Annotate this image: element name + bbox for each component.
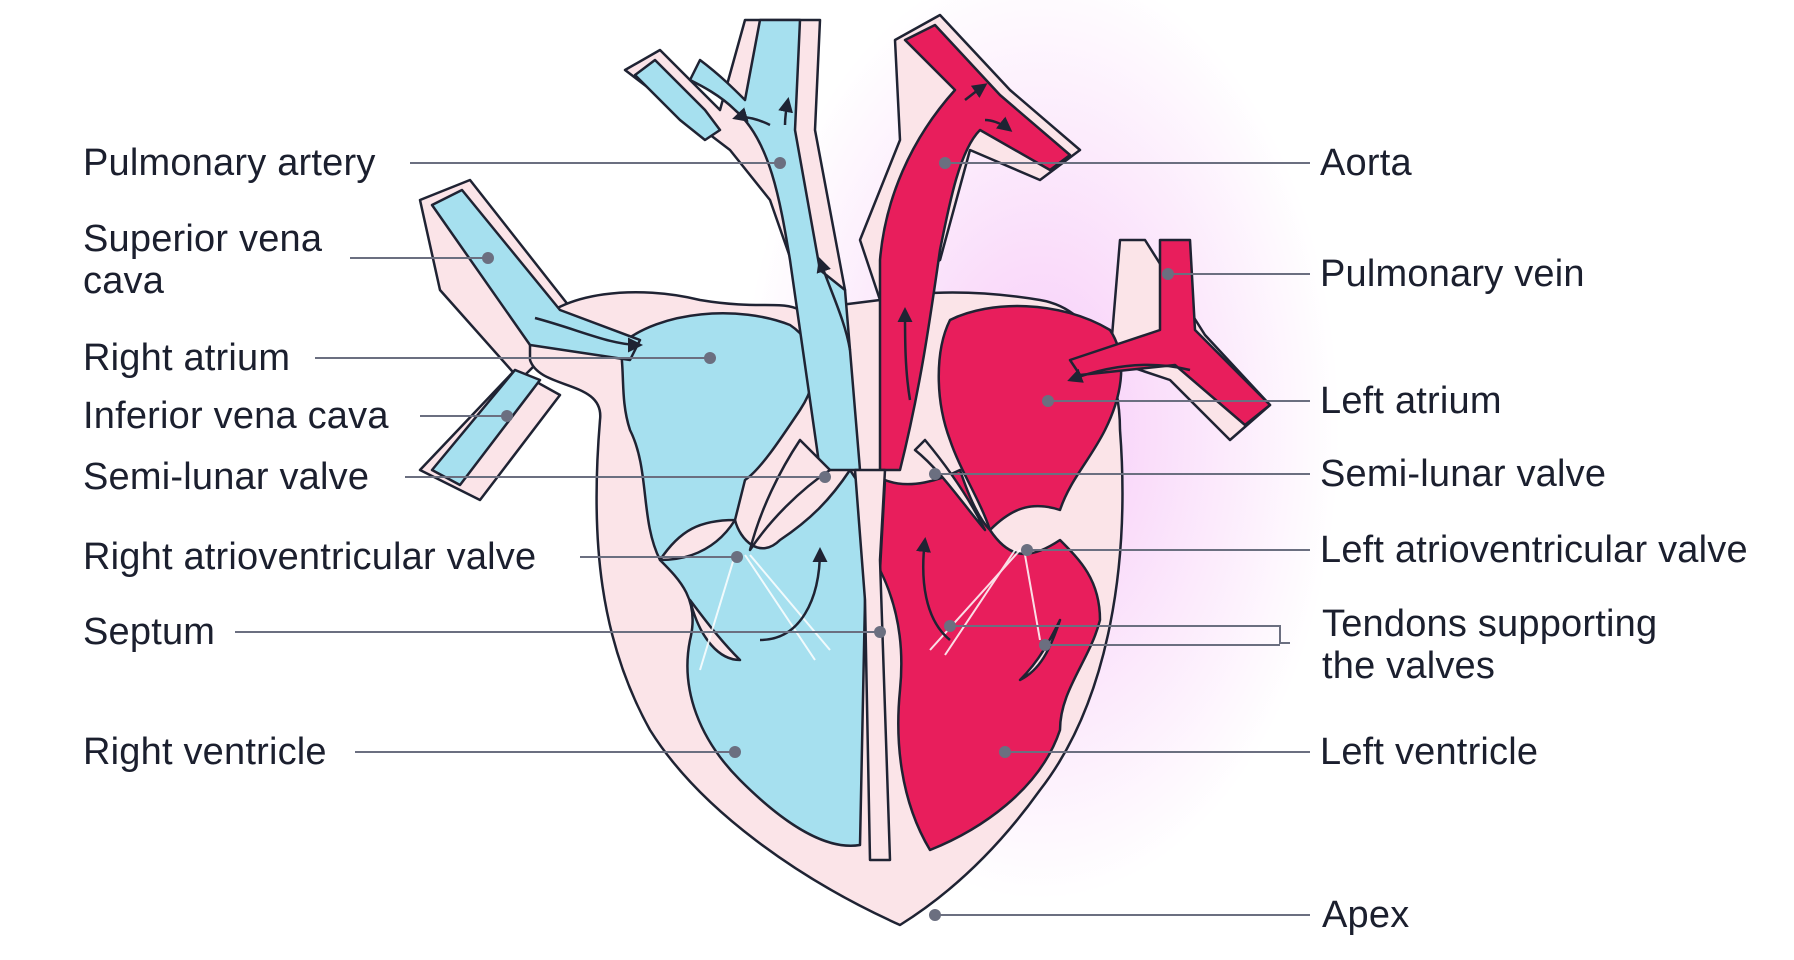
label-tendons-line2: the valves: [1322, 645, 1782, 687]
label-aorta: Aorta: [1320, 142, 1412, 184]
label-pulmonary-artery: Pulmonary artery: [83, 142, 376, 184]
label-semilunar-valve-left: Semi-lunar valve: [83, 456, 369, 498]
label-tendons-line1: Tendons supporting: [1322, 603, 1782, 645]
label-tendons: Tendons supporting the valves: [1322, 603, 1782, 687]
label-right-av-valve: Right atrioventricular valve: [83, 536, 536, 578]
label-pulmonary-vein: Pulmonary vein: [1320, 253, 1585, 295]
label-septum: Septum: [83, 611, 215, 653]
label-superior-vena-cava-line1: Superior vena: [83, 218, 443, 260]
label-semilunar-valve-right: Semi-lunar valve: [1320, 453, 1606, 495]
label-inferior-vena-cava: Inferior vena cava: [83, 395, 389, 437]
label-superior-vena-cava-line2: cava: [83, 260, 443, 302]
label-left-ventricle: Left ventricle: [1320, 731, 1538, 773]
label-right-atrium: Right atrium: [83, 337, 290, 379]
label-left-av-valve: Left atrioventricular valve: [1320, 529, 1748, 571]
label-right-ventricle: Right ventricle: [83, 731, 327, 773]
label-apex: Apex: [1322, 894, 1409, 936]
label-superior-vena-cava: Superior vena cava: [83, 218, 443, 302]
label-left-atrium: Left atrium: [1320, 380, 1502, 422]
